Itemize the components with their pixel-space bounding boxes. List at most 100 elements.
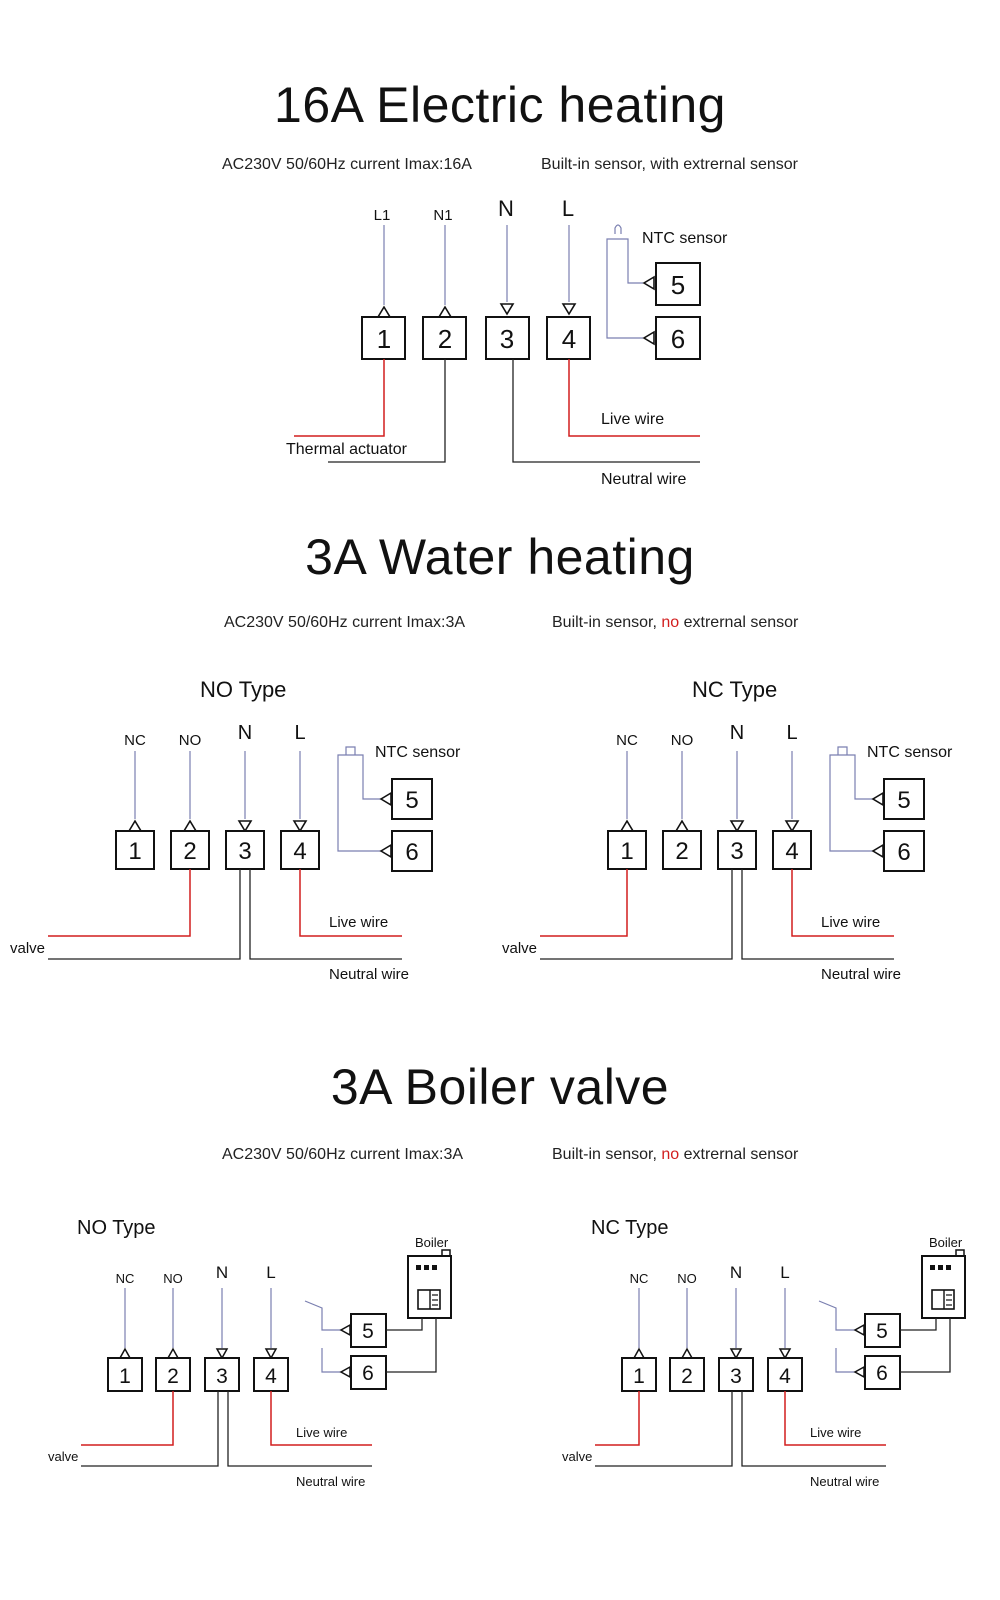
terminal-label: 6 <box>671 324 685 354</box>
terminal-2 <box>422 316 467 360</box>
wire-valve-live <box>81 1391 174 1446</box>
terminal-top-label: NO <box>671 732 694 749</box>
terminal-label: 2 <box>438 324 452 354</box>
arrow-down-icon <box>500 303 514 315</box>
spec-sensor: Built-in sensor, no extrernal sensor <box>552 1146 799 1163</box>
wire-valve-neutral <box>595 1391 733 1467</box>
terminal-label: 3 <box>730 838 743 865</box>
sensor-wire <box>321 1348 342 1373</box>
wire-neutral <box>227 1391 372 1467</box>
terminal-top-label: NO <box>179 732 202 749</box>
arrow-down-icon <box>729 820 745 833</box>
terminal-1 <box>107 1357 143 1392</box>
terminal-1 <box>361 316 406 360</box>
arrow-down-icon <box>264 1348 278 1360</box>
wire-valve-live <box>540 869 628 937</box>
arrow-down-icon <box>215 1348 229 1360</box>
terminal-5 <box>391 778 433 820</box>
terminal-4 <box>767 1357 803 1392</box>
arrow-down-icon <box>562 303 576 315</box>
wire-neutral <box>741 869 894 960</box>
terminal-label: 5 <box>362 1320 374 1343</box>
wire-neutral <box>512 359 700 463</box>
terminal-label: 6 <box>362 1362 374 1385</box>
arrow-up-icon <box>127 819 143 832</box>
panel-type-label: NO Type <box>77 1217 156 1239</box>
label-l1: L1 <box>374 207 391 224</box>
wire-neutral <box>249 869 402 960</box>
boiler-icon <box>407 1249 452 1319</box>
arrow-down-icon <box>237 820 253 833</box>
label-l: L <box>562 196 574 221</box>
ntc-wire <box>829 764 873 852</box>
terminal-top-label: N <box>216 1263 228 1282</box>
arrow-up-icon <box>632 1347 646 1359</box>
terminal-label: 6 <box>897 839 910 866</box>
terminal-label: 1 <box>633 1365 645 1388</box>
terminal-3 <box>718 1357 754 1392</box>
arrow-left-icon <box>853 1365 865 1379</box>
terminal-top-label: NC <box>630 1271 649 1286</box>
ntc-sensor-icon <box>345 746 356 755</box>
ntc-sensor-label: NTC sensor <box>375 744 461 761</box>
live-wire-label: Live wire <box>601 411 664 428</box>
boiler-wire <box>386 1318 423 1331</box>
terminal-label: 2 <box>167 1365 179 1388</box>
sensor-wire <box>304 1300 342 1331</box>
arrow-left-icon <box>871 843 884 859</box>
terminal-3 <box>225 830 265 870</box>
terminal-label: 2 <box>675 838 688 865</box>
sensor-wire <box>818 1300 856 1331</box>
spec-power: AC230V 50/60Hz current Imax:3A <box>222 1146 464 1163</box>
terminal-top-label: L <box>294 722 305 744</box>
arrow-left-icon <box>853 1323 865 1337</box>
terminal-label: 4 <box>562 324 576 354</box>
boiler-icon <box>921 1249 966 1319</box>
terminal-3 <box>717 830 757 870</box>
ntc-sensor-icon <box>614 224 622 234</box>
panel-type-label: NO Type <box>200 677 286 702</box>
terminal-top-label: NC <box>116 1271 135 1286</box>
valve-label: valve <box>562 1449 592 1464</box>
terminal-label: 3 <box>730 1365 742 1388</box>
terminal-label: 1 <box>620 838 633 865</box>
terminal-label: 5 <box>405 787 418 814</box>
terminal-5 <box>883 778 925 820</box>
arrow-up-icon <box>438 306 452 318</box>
thermal-actuator-label: Thermal actuator <box>286 441 408 458</box>
section-title-electric-heating: 16A Electric heating <box>274 77 726 133</box>
terminal-1 <box>115 830 155 870</box>
spec-power: AC230V 50/60Hz current Imax:3A <box>224 614 466 631</box>
boiler-wire <box>900 1318 951 1373</box>
ntc-wire <box>829 754 873 800</box>
wire-valve-neutral <box>81 1391 219 1467</box>
terminal-label: 5 <box>897 787 910 814</box>
terminal-2 <box>662 830 702 870</box>
live-wire-label: Live wire <box>329 914 388 931</box>
arrow-up-icon <box>680 1347 694 1359</box>
arrow-left-icon <box>871 791 884 807</box>
live-wire-label: Live wire <box>296 1425 347 1440</box>
arrow-down-icon <box>784 820 800 833</box>
arrow-up-icon <box>118 1347 132 1359</box>
neutral-wire-label: Neutral wire <box>296 1474 365 1489</box>
terminal-3 <box>485 316 530 360</box>
wire-valve-neutral <box>48 869 241 960</box>
terminal-label: 3 <box>238 838 251 865</box>
terminal-top-label: L <box>266 1263 275 1282</box>
arrow-left-icon <box>643 276 655 290</box>
terminal-6 <box>391 830 433 872</box>
wire-valve-live <box>595 1391 640 1446</box>
ntc-sensor-icon <box>837 746 848 755</box>
arrow-down-icon <box>292 820 308 833</box>
terminal-label: 3 <box>216 1365 228 1388</box>
ntc-sensor-label: NTC sensor <box>642 230 728 247</box>
wire-valve-neutral <box>540 869 733 960</box>
no-highlight: no <box>661 1146 680 1163</box>
arrow-up-icon <box>182 819 198 832</box>
terminal-top-label: N <box>238 722 252 744</box>
ntc-wire <box>337 754 381 800</box>
sensor-wire <box>835 1348 856 1373</box>
arrow-left-icon <box>339 1365 351 1379</box>
terminal-label: 4 <box>265 1365 277 1388</box>
